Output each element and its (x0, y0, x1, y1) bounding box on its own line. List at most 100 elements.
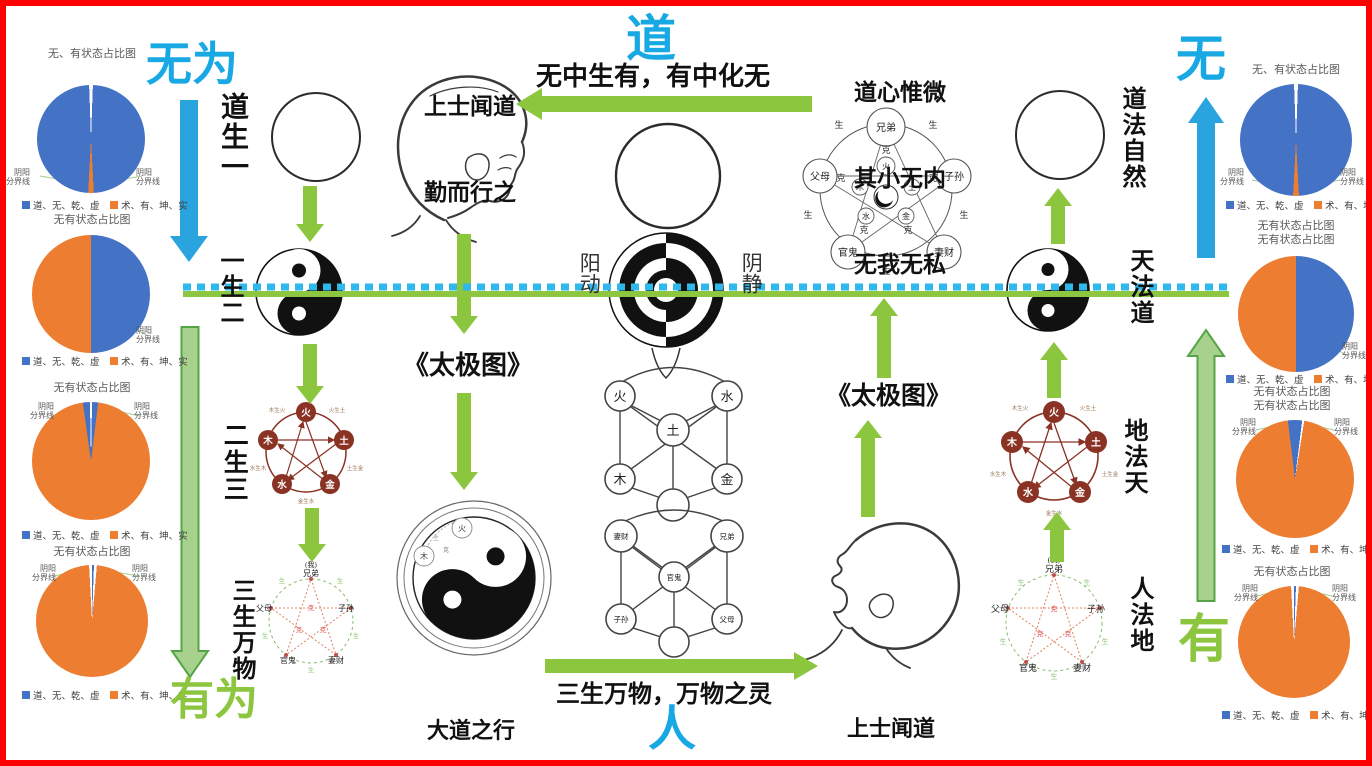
label-taijitu-left: 《太极图》 (403, 350, 534, 380)
five-element-network: 火 水 土 木 金 (604, 366, 743, 522)
svg-text:生: 生 (1000, 637, 1007, 646)
arrow-green-down-3 (298, 508, 326, 562)
big-yinyang-wuxing: 火 木 克 生 (396, 500, 552, 656)
svg-text:生: 生 (1018, 578, 1025, 587)
svg-text:金: 金 (720, 472, 733, 487)
legend-swatch-orange (110, 357, 119, 365)
svg-text:土生金: 土生金 (1102, 470, 1119, 478)
svg-text:兄弟: 兄弟 (720, 531, 735, 541)
pie-block-left-1: 无、有状态占比图 阴阳分界线 阴阳分界线 道、无、乾、虚 术、有、坤、实 (6, 48, 188, 212)
svg-text:火: 火 (613, 389, 626, 404)
svg-text:木生火: 木生火 (1012, 404, 1029, 412)
svg-text:火: 火 (458, 524, 466, 533)
legend-swatch-orange (1314, 201, 1323, 209)
pie-legend: 道、无、乾、虚 术、有、坤、实 (1218, 198, 1372, 212)
concentric-taiji-diagram (608, 232, 724, 380)
svg-text:妻财: 妻财 (934, 246, 954, 259)
pie-legend: 道、无、乾、虚 术、有、坤、实 (14, 198, 188, 212)
callout-yinyang-divider: 阴阳分界线 (132, 564, 156, 583)
pie-chart (1236, 420, 1354, 538)
pie-legend: 道、无、乾、虚 术、有、坤、实 (14, 688, 188, 702)
svg-text:兄弟: 兄弟 (303, 568, 319, 578)
svg-text:克: 克 (296, 626, 303, 634)
legend-swatch-blue (1226, 375, 1234, 383)
pie-legend: 道、无、乾、虚 术、有、坤、实 (1214, 708, 1372, 722)
label-wu: 无 (1176, 31, 1226, 87)
svg-text:生: 生 (881, 265, 890, 276)
arrow-blue-up (1188, 97, 1224, 258)
svg-text:金生水: 金生水 (1046, 509, 1063, 517)
label-wuwei: 无为 (146, 38, 238, 90)
phrase-listen-act: 上士闻道 勤而行之 (424, 92, 516, 205)
svg-text:生: 生 (308, 665, 315, 674)
svg-text:妻财: 妻财 (614, 531, 629, 541)
svg-text:土生金: 土生金 (347, 464, 364, 472)
liuqin-pentagram-right: (我) 兄弟 父母 子孙 官鬼 妻财 克 克 克 生 生 生 生 生 (991, 554, 1109, 681)
legend-swatch-blue (1222, 545, 1230, 553)
callout-yinyang-divider: 阴阳分界线 (1232, 418, 1256, 437)
pie-block-left-4: 无有状态占比图 阴阳分界线 阴阳分界线 道、无、乾、虚 术、有、坤、实 (22, 546, 188, 702)
label-dao-fa-ziran: 道法自然 (1118, 86, 1145, 190)
svg-text:土: 土 (908, 182, 916, 192)
svg-text:金: 金 (902, 211, 910, 221)
svg-text:木: 木 (1006, 436, 1018, 449)
svg-text:生: 生 (337, 576, 344, 585)
circle-dao-right (1015, 90, 1105, 180)
svg-text:父母: 父母 (256, 604, 272, 613)
svg-text:生: 生 (928, 119, 937, 130)
callout-yinyang-divider: 阴阳分界线 (134, 402, 158, 421)
pie-legend: 道、无、乾、虚 术、有、坤、实 (14, 354, 188, 368)
arrow-green-right (545, 652, 818, 680)
label-youwei: 有为 (170, 675, 258, 724)
legend-swatch-orange (1314, 375, 1323, 383)
svg-text:生: 生 (803, 209, 812, 220)
svg-text:克: 克 (320, 626, 327, 634)
svg-text:父母: 父母 (991, 604, 1009, 614)
arrow-green-up-1 (870, 298, 898, 378)
wuxing-pentagram-red-right: 火 土 金 水 木 木生火 火生土 土生金 金生水 水生木 (990, 401, 1119, 517)
svg-text:金生水: 金生水 (298, 497, 315, 505)
svg-text:水: 水 (720, 389, 733, 404)
arrow-green-up-3 (1044, 188, 1072, 244)
six-relatives-network: 妻财 兄弟 官鬼 子孙 父母 (604, 509, 744, 658)
label-yin-jing: 阴静 (739, 252, 764, 294)
legend-swatch-blue (1222, 711, 1230, 719)
circle-dao-center (614, 122, 722, 230)
svg-text:木: 木 (262, 435, 273, 447)
pie-chart (1238, 586, 1350, 698)
svg-text:生: 生 (959, 209, 968, 220)
callout-yinyang-divider: 阴阳分界线 (136, 168, 160, 187)
svg-text:父母: 父母 (720, 615, 735, 624)
callout-yinyang-divider: 阴阳分界线 (30, 402, 54, 421)
svg-text:官鬼: 官鬼 (1019, 662, 1037, 673)
pie-chart-title: 无、有状态占比图 (1252, 64, 1340, 76)
svg-text:火: 火 (301, 408, 311, 419)
arrows (170, 88, 1226, 680)
callout-yinyang-divider: 阴阳分界线 (1332, 584, 1356, 603)
svg-text:火: 火 (882, 162, 890, 171)
pie-legend: 道、无、乾、虚 术、有、坤、实 (1214, 542, 1372, 556)
svg-text:克: 克 (1037, 630, 1044, 638)
svg-text:子孙: 子孙 (614, 614, 629, 624)
svg-text:父母: 父母 (810, 171, 830, 183)
liuqin-wuxing-wheel: 兄弟 子孙 妻财 官鬼 父母 火 土 金 水 木 生 生 生 生 生 克 克 (802, 107, 972, 276)
svg-text:生: 生 (353, 631, 360, 640)
label-tian-fa-dao: 天法道 (1126, 248, 1153, 326)
svg-text:(我): (我) (305, 560, 317, 569)
svg-text:克: 克 (928, 173, 937, 183)
label-dao-sheng-yi: 道生一 (218, 92, 249, 182)
svg-text:水: 水 (277, 479, 287, 491)
svg-text:土: 土 (1091, 436, 1101, 449)
legend-swatch-blue (22, 531, 30, 539)
label-taijitu-right: 《太极图》 (826, 382, 952, 410)
legend-swatch-blue (22, 201, 30, 209)
svg-text:妻财: 妻财 (1073, 662, 1091, 673)
callout-yinyang-divider: 阴阳分界线 (1340, 168, 1364, 187)
svg-text:妻财: 妻财 (328, 655, 344, 665)
callout-yinyang-divider: 阴阳分界线 (136, 326, 160, 345)
callout-yinyang-divider: 阴阳分界线 (6, 168, 30, 187)
svg-text:木: 木 (613, 472, 626, 487)
